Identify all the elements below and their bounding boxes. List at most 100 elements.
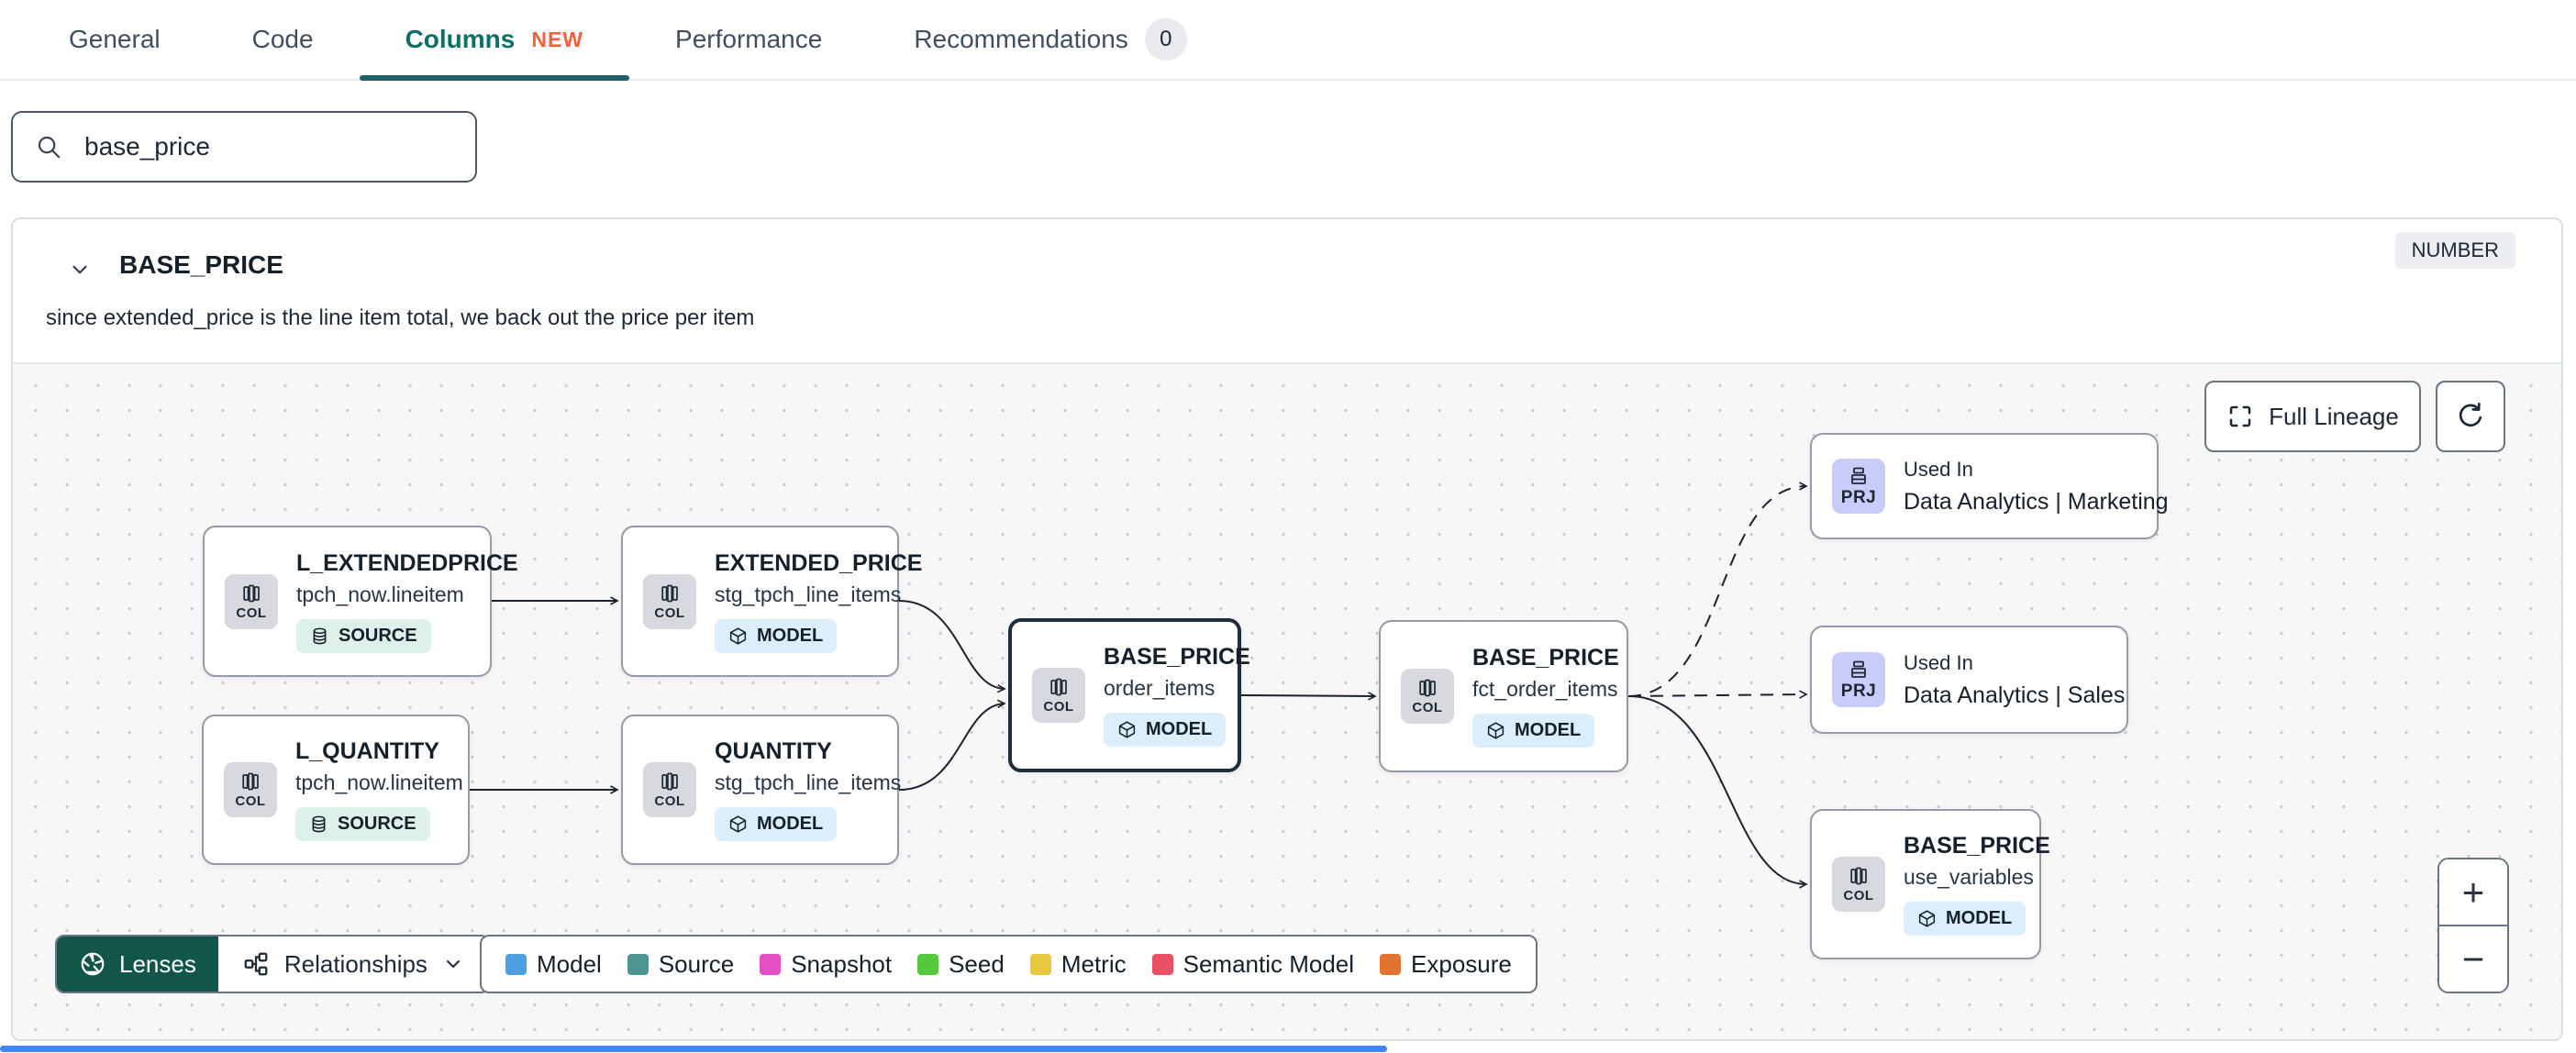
zoom-out-button[interactable]: − [2439, 925, 2507, 992]
col-label: COL [654, 793, 685, 809]
legend-label: Exposure [1411, 949, 1512, 978]
tab-label: Performance [675, 25, 823, 53]
legend-label: Source [658, 949, 735, 978]
project-name: Data Analytics | Sales [1904, 682, 2126, 708]
node-title: QUANTITY [715, 738, 832, 764]
source-swatch [627, 953, 649, 975]
prj-label: PRJ [1840, 681, 1877, 701]
lineage-node-l-quantity[interactable]: COL L_QUANTITY tpch_now.lineitem SOURCE [202, 715, 470, 865]
lineage-node-extended-price[interactable]: COL EXTENDED_PRICE stg_tpch_line_items M… [621, 526, 922, 677]
lineage-node-base-price-use-variables[interactable]: COL BASE_PRICE use_variables MODEL [1810, 809, 2050, 959]
node-title: BASE_PRICE [1472, 645, 1619, 671]
seed-swatch [917, 953, 939, 975]
kind-label: MODEL [1946, 908, 2013, 928]
lineage-canvas[interactable]: COL L_EXTENDEDPRICE tpch_now.lineitem SO… [13, 362, 2561, 1039]
source-badge: SOURCE [296, 618, 431, 653]
new-badge: NEW [531, 27, 584, 51]
column-type-badge: COL [1832, 857, 1885, 912]
cube-icon [729, 815, 747, 833]
zoom-in-button[interactable]: + [2439, 859, 2507, 925]
node-subtitle: stg_tpch_line_items [715, 582, 902, 606]
kind-label: MODEL [1515, 720, 1582, 740]
columns-icon [1419, 679, 1436, 697]
expand-icon [2229, 405, 2251, 427]
lineage-node-used-in-sales[interactable]: PRJ Used In Data Analytics | Sales [1810, 626, 2128, 734]
node-subtitle: tpch_now.lineitem [295, 770, 463, 794]
lineage-node-used-in-marketing[interactable]: PRJ Used In Data Analytics | Marketing [1810, 433, 2169, 539]
columns-icon [242, 772, 259, 791]
semantic-model-swatch [1151, 953, 1173, 975]
column-description: since extended_price is the line item to… [46, 305, 755, 330]
horizontal-scrollbar-thumb[interactable] [0, 1046, 1387, 1052]
column-type-badge: COL [643, 762, 696, 817]
columns-icon [661, 584, 678, 602]
tab-label: General [69, 25, 161, 53]
column-type-badge: COL [224, 762, 277, 817]
node-subtitle: order_items [1104, 676, 1216, 700]
project-type-badge: PRJ [1832, 459, 1885, 514]
lineage-node-quantity[interactable]: COL QUANTITY stg_tpch_line_items MODEL [621, 715, 901, 865]
cube-icon [1118, 721, 1136, 738]
legend-label: Metric [1060, 949, 1127, 978]
legend-label: Snapshot [791, 949, 893, 978]
lineage-node-l-extendedprice[interactable]: COL L_EXTENDEDPRICE tpch_now.lineitem SO… [203, 526, 518, 677]
columns-icon [1850, 867, 1867, 885]
refresh-icon [2459, 403, 2482, 427]
kind-label: MODEL [757, 625, 824, 646]
edge [1627, 482, 1808, 697]
collapse-chevron-icon[interactable] [64, 254, 95, 285]
column-panel: BASE_PRICE NUMBER since extended_price i… [11, 217, 2563, 1041]
used-in-label: Used In [1904, 650, 1973, 674]
tab-general[interactable]: General [23, 0, 206, 79]
legend-item-model: Model [505, 950, 602, 979]
model-badge: MODEL [715, 618, 838, 653]
lenses-button[interactable]: Lenses [57, 937, 218, 992]
tab-performance[interactable]: Performance [629, 0, 868, 79]
tab-code[interactable]: Code [206, 0, 360, 79]
column-search [11, 111, 477, 183]
col-label: COL [654, 604, 685, 621]
relationships-dropdown[interactable]: Relationships [218, 937, 488, 992]
col-label: COL [1843, 888, 1874, 903]
refresh-button[interactable] [2436, 381, 2505, 452]
tab-recommendations[interactable]: Recommendations 0 [868, 0, 1232, 79]
full-lineage-label: Full Lineage [2269, 402, 2399, 430]
legend-item-exposure: Exposure [1380, 950, 1512, 979]
search-icon [38, 136, 61, 159]
node-title: BASE_PRICE [1904, 833, 2050, 859]
count-badge: 0 [1144, 18, 1187, 61]
prj-label: PRJ [1840, 487, 1877, 507]
database-icon [313, 627, 327, 644]
column-type-badge: COL [1401, 669, 1454, 724]
node-title: L_QUANTITY [295, 738, 439, 764]
tab-columns[interactable]: Columns NEW [359, 0, 630, 81]
kind-label: SOURCE [339, 625, 417, 646]
full-lineage-button[interactable]: Full Lineage [2204, 381, 2421, 452]
project-icon [1851, 660, 1866, 678]
lenses-label: Lenses [119, 949, 196, 978]
source-badge: SOURCE [295, 807, 430, 841]
legend-item-seed: Seed [917, 950, 1005, 979]
col-label: COL [236, 604, 267, 621]
search-input[interactable] [83, 131, 453, 162]
lineage-node-base-price-fct-order-items[interactable]: COL BASE_PRICE fct_order_items MODEL [1379, 620, 1628, 772]
model-badge: MODEL [1472, 714, 1595, 748]
columns-icon [1050, 678, 1067, 696]
tab-label: Code [251, 25, 314, 53]
lenses-control: Lenses Relationships [55, 935, 490, 993]
cube-icon [1487, 722, 1505, 739]
col-label: COL [1043, 699, 1074, 715]
database-icon [312, 815, 326, 833]
legend-label: Seed [949, 949, 1005, 978]
column-type-badge: COL [225, 573, 278, 629]
column-type-badge: COL [643, 573, 696, 629]
aperture-icon [81, 952, 105, 976]
kind-label: SOURCE [338, 814, 416, 834]
legend-label: Model [537, 949, 602, 978]
edge [1627, 690, 1808, 699]
lineage-node-base-price-order-items[interactable]: COL BASE_PRICE order_items MODEL [1008, 618, 1250, 772]
model-badge: MODEL [1104, 713, 1227, 747]
tab-label: Columns [405, 25, 516, 53]
node-subtitle: fct_order_items [1472, 677, 1618, 701]
